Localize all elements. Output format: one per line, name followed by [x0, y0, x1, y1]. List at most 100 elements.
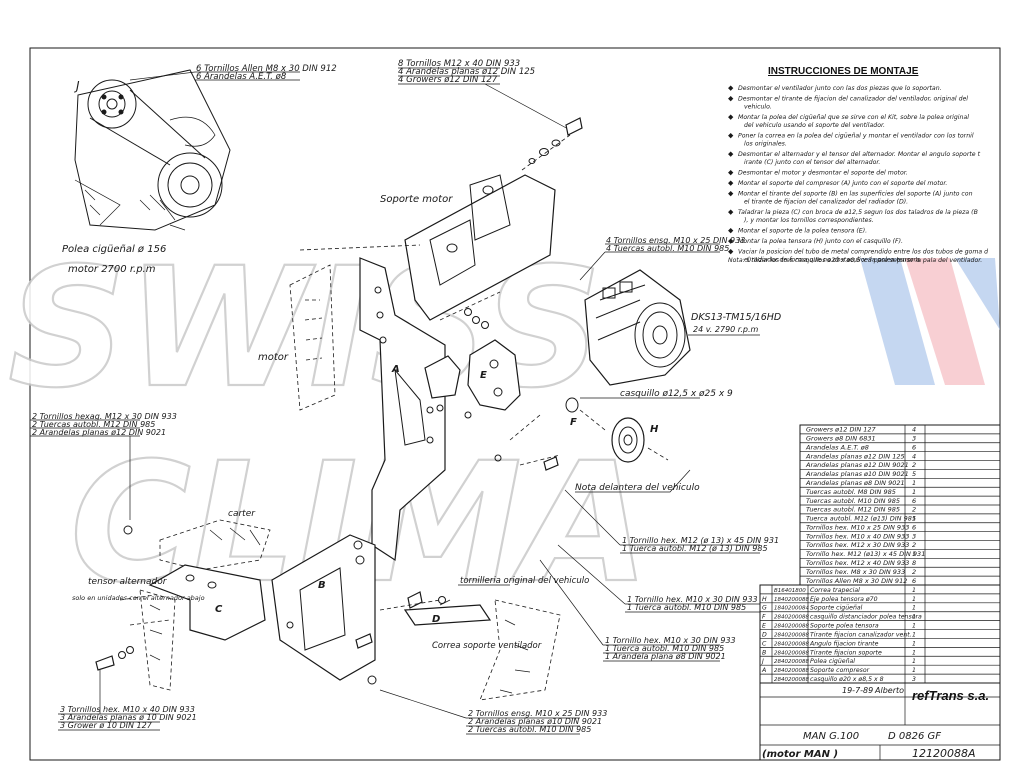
- label-compressor: DKS13-TM15/16HD: [691, 312, 781, 323]
- piece-row-qty: 1: [912, 658, 916, 665]
- instruction-bullet: ◆: [728, 84, 734, 92]
- callout-top-mid-1: 8 Tornillos M12 x 40 DIN 933: [398, 59, 520, 69]
- label-D: D: [432, 614, 440, 625]
- label-A: A: [391, 364, 400, 375]
- piece-row-ref: E: [762, 623, 766, 630]
- piece-row-ref: D: [762, 631, 767, 638]
- label-soporte-motor: Soporte motor: [380, 194, 453, 205]
- hardware-row-desc: Tuercas autobl. M10 DIN 985: [806, 497, 900, 505]
- tornilleria-original: tornilleria original del vehiculo: [379, 576, 589, 611]
- hardware-row-qty: 3: [912, 532, 916, 540]
- watermark-logo-blue: [860, 258, 935, 385]
- instruction-step: Desmontar el alternador y el tensor del …: [738, 150, 981, 158]
- piece-row-qty: 1: [912, 631, 916, 638]
- piece-row-ref: G: [762, 605, 767, 612]
- instruction-step: Montar la polea tensora (H) junto con el…: [738, 237, 903, 245]
- hardware-row-qty: 2: [912, 461, 916, 469]
- part-D-correa: D Correa soporte ventilador: [403, 599, 561, 701]
- watermark-logo-pink: [905, 258, 985, 385]
- piece-row-desc: Tirante fijacion soporte: [810, 648, 882, 656]
- hardware-row-qty: 1: [912, 479, 916, 487]
- label-compressor-spec: 24 v. 2790 r.p.m: [693, 325, 759, 334]
- instructions-steps: ◆Desmontar el ventilador junto con las d…: [728, 84, 988, 264]
- label-B: B: [318, 580, 326, 591]
- piece-row-desc: Soporte cigüeñal: [810, 604, 863, 612]
- hardware-row-desc: Tuerca autobl. M12 (ø13) DIN 985: [806, 515, 916, 523]
- title-fecha: 19-7-89: [842, 686, 873, 695]
- instructions-panel: INSTRUCCIONES DE MONTAJE ◆Desmontar el v…: [728, 66, 988, 264]
- callout-top-left: 6 Tornillos Allen M8 x 30 DIN 912 6 Aran…: [129, 64, 337, 82]
- callout-bottom-mid: 2 Tornillos ensg. M10 x 25 DIN 933 2 Ara…: [379, 689, 607, 735]
- instruction-step: Poner la correa en la polea del cigüeñal…: [738, 132, 974, 140]
- callout-mid-2: 1 Tornillo hex. M10 x 30 DIN 933 1 Tuerc…: [557, 544, 760, 613]
- piece-row-code: 2840200088: [774, 632, 809, 638]
- compressor-DKS13: DKS13-TM15/16HD 24 v. 2790 r.p.m: [584, 269, 781, 386]
- hardware-row-qty: 2: [912, 541, 916, 549]
- piece-row-qty: 1: [912, 640, 916, 647]
- callout-top-mid-2: 4 Arandelas planas ø12 DIN 125: [398, 67, 535, 77]
- label-tensor: tensor alternador: [88, 577, 168, 587]
- hardware-row-qty: 2: [912, 506, 916, 514]
- callout-left-mid-3: 2 Arandelas planas ø12 DIN 9021: [32, 428, 166, 437]
- instruction-step-cont: del vehiculo usando el soporte del venti…: [744, 121, 885, 129]
- piece-row-desc: Eje polea tensora ø70: [810, 595, 878, 603]
- hardware-row-qty: 4: [912, 452, 916, 460]
- instruction-step-cont: irante (C) junto con el tensor del alter…: [744, 158, 880, 166]
- label-E: E: [480, 370, 487, 381]
- instruction-bullet: ◆: [728, 179, 734, 187]
- piece-row-code: B16401800: [774, 588, 806, 594]
- hardware-row-qty: 3: [912, 435, 916, 443]
- piece-row-desc: casquillo ø20 x ø8,5 x 8: [810, 676, 884, 683]
- piece-row-code: 2840200088: [774, 624, 809, 630]
- piece-row-desc: Soporte compresor: [810, 666, 870, 674]
- label-polea: Polea cigüeñal ø 156: [62, 244, 166, 255]
- callout-bottom-mid-1: 2 Tornillos ensg. M10 x 25 DIN 933: [468, 709, 607, 718]
- piece-row-qty: 1: [912, 623, 916, 630]
- hardware-row-desc: Tornillos hex. M12 x 30 DIN 933: [806, 541, 909, 549]
- hardware-row-desc: Arandelas planas ø8 DIN 9021: [805, 479, 905, 487]
- callout-bottom-mid-3: 2 Tuercas autobl. M10 DIN 985: [468, 725, 591, 734]
- callout-mid-2-2: 1 Tuerca autobl. M10 DIN 985: [627, 603, 746, 612]
- title-block: 19-7-89 Alberto refTrans s.a. MAN G.100 …: [759, 682, 1001, 761]
- hardware-row-qty: 6: [912, 523, 916, 531]
- hardware-row-desc: Growers ø12 DIN 127: [806, 426, 877, 434]
- part-B-tirante: B: [271, 534, 377, 685]
- piece-row-ref: A: [761, 667, 766, 674]
- instruction-bullet: ◆: [728, 248, 734, 256]
- hardware-row-desc: Tornillos hex. M10 x 40 DIN 933: [806, 532, 909, 540]
- title-model: D 0826 GF: [888, 731, 941, 742]
- callout-bottom-left: 3 Tornillos hex. M10 x 40 DIN 933 3 Aran…: [58, 670, 197, 731]
- piece-row-code: 2840200088: [774, 641, 809, 647]
- instruction-bullet: ◆: [728, 227, 734, 235]
- instruction-bullet: ◆: [728, 169, 734, 177]
- hardware-row-desc: Tornillo hex. M12 (ø13) x 45 DIN 931: [806, 550, 925, 558]
- hardware-row-desc: Tornillos hex. M12 x 40 DIN 933: [806, 559, 909, 567]
- hardware-row-qty: 6: [912, 443, 916, 451]
- instruction-step-cont: el tirante de fijacion del canalizador d…: [744, 198, 908, 206]
- label-nota-delantera: Nota delantera del vehiculo: [575, 483, 700, 493]
- hardware-row-desc: Arandelas planas ø12 DIN 125: [805, 452, 905, 460]
- instruction-step: Montar el soporte del compresor (A) junt…: [738, 179, 947, 187]
- instruction-step-cont: vehiculo.: [744, 104, 772, 111]
- callout-mid-1-1: 1 Tornillo hex. M12 (ø 13) x 45 DIN 931: [622, 536, 779, 545]
- piece-row-desc: Soporte polea tensora: [810, 622, 879, 630]
- bolts-top: [528, 117, 583, 164]
- piece-row-qty: 1: [912, 667, 916, 674]
- callout-top-left-2: 6 Arandelas A.E.T. ø8: [196, 72, 287, 82]
- instructions-title: INSTRUCCIONES DE MONTAJE: [768, 66, 919, 77]
- instruction-step-cont: los originales.: [744, 141, 787, 148]
- tensor-alternador: tensor alternador solo en unidades con e…: [72, 577, 205, 691]
- hardware-row-qty: 6: [912, 497, 916, 505]
- hardware-row-qty: 1: [912, 550, 916, 558]
- label-carter: carter: [228, 509, 256, 519]
- callout-top-mid-3: 4 Growers ø12 DIN 127: [398, 75, 498, 85]
- piece-row-desc: casquillo distanciador polea tensora: [810, 613, 922, 621]
- instruction-step: Montar la polea del cigüeñal que se sirv…: [738, 113, 969, 121]
- callout-bottom-left-3: 3 Grower ø 10 DIN 127: [60, 721, 153, 730]
- instruction-step: Vaciar la posicion del tubo de metal com…: [738, 248, 988, 256]
- title-vehicle: MAN G.100: [803, 731, 859, 742]
- piece-row-ref: H: [762, 596, 767, 603]
- instruction-bullet: ◆: [728, 132, 734, 140]
- instruction-bullet: ◆: [728, 208, 734, 216]
